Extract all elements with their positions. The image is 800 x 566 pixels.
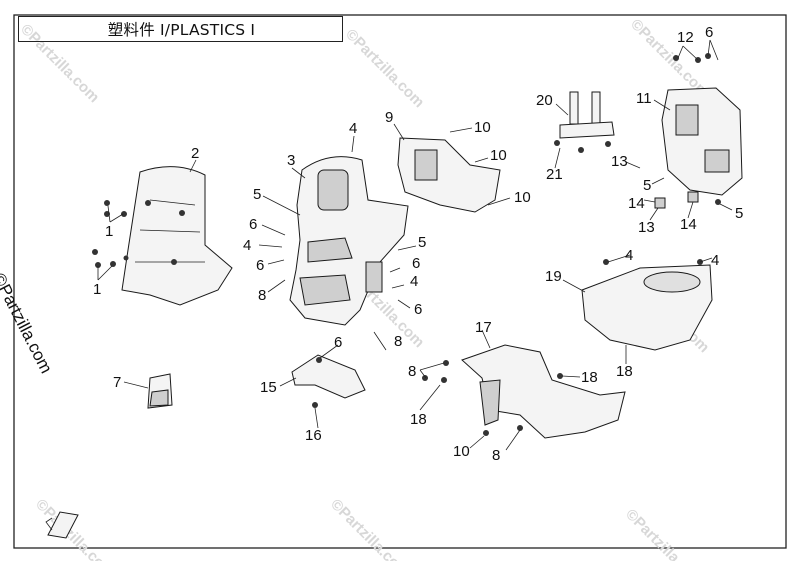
callout-14: 14 [680, 216, 697, 233]
part-lower-fairing [422, 344, 626, 439]
watermark: ©Partzilla.com [327, 496, 412, 561]
part-small-bracket [147, 373, 173, 409]
callout-10: 10 [514, 189, 531, 206]
callout-5: 5 [418, 234, 426, 251]
title-box: 塑料件 Ⅰ/PLASTICS Ⅰ [18, 16, 343, 42]
callout-6: 6 [334, 334, 342, 351]
front-arrow-icon [45, 511, 79, 539]
callout-12: 12 [677, 29, 694, 46]
callout-16: 16 [305, 427, 322, 444]
callout-labels: 2 1 1 3 5 6 4 6 8 4 9 10 10 10 5 6 4 6 8… [93, 24, 743, 464]
bolts-1 [92, 200, 127, 268]
part-bracket [554, 91, 615, 153]
callout-11: 11 [636, 90, 652, 107]
callout-8: 8 [258, 287, 266, 304]
callout-5: 5 [253, 186, 261, 203]
callout-3: 3 [287, 152, 295, 169]
callout-6: 6 [414, 301, 422, 318]
callout-4: 4 [711, 252, 719, 269]
callout-4: 4 [410, 273, 418, 290]
callout-4: 4 [625, 247, 633, 264]
watermark: ©Partzilla.com [342, 26, 427, 111]
watermark: ©Partzilla.com [622, 506, 707, 561]
callout-1: 1 [93, 281, 101, 298]
callout-17: 17 [475, 319, 492, 336]
callout-7: 7 [113, 374, 121, 391]
leader-lines [97, 39, 733, 451]
callout-5: 5 [735, 205, 743, 222]
callout-2: 2 [191, 145, 199, 162]
watermark: ©Partzilla.com [32, 496, 117, 561]
diagram-title: 塑料件 Ⅰ/PLASTICS Ⅰ [107, 21, 256, 39]
callout-8: 8 [394, 333, 402, 350]
callout-13: 13 [611, 153, 628, 170]
diagram-border [13, 14, 787, 549]
callout-8: 8 [408, 363, 416, 380]
part-side-rail [291, 354, 366, 408]
callout-4: 4 [349, 120, 357, 137]
callout-13: 13 [638, 219, 655, 236]
callout-18: 18 [616, 363, 633, 380]
callout-4: 4 [243, 237, 251, 254]
callout-10: 10 [453, 443, 470, 460]
callout-6: 6 [256, 257, 264, 274]
part-dash-housing [654, 53, 743, 209]
callout-10: 10 [490, 147, 507, 164]
callout-10: 10 [474, 119, 491, 136]
callout-20: 20 [536, 92, 553, 109]
part-inner-panel [397, 137, 501, 213]
callout-6: 6 [705, 24, 713, 41]
callout-18: 18 [581, 369, 598, 386]
part-front-cowl [289, 156, 409, 326]
callout-6: 6 [412, 255, 420, 272]
part-tank-cover [581, 259, 713, 351]
callout-15: 15 [260, 379, 277, 396]
callout-1: 1 [105, 223, 113, 240]
callout-18: 18 [410, 411, 427, 428]
part-windshield [121, 166, 233, 306]
callout-5: 5 [643, 177, 651, 194]
callout-14: 14 [628, 195, 645, 212]
callout-8: 8 [492, 447, 500, 464]
callout-19: 19 [545, 268, 562, 285]
callout-21: 21 [546, 166, 563, 183]
callout-6: 6 [249, 216, 257, 233]
callout-9: 9 [385, 109, 393, 126]
